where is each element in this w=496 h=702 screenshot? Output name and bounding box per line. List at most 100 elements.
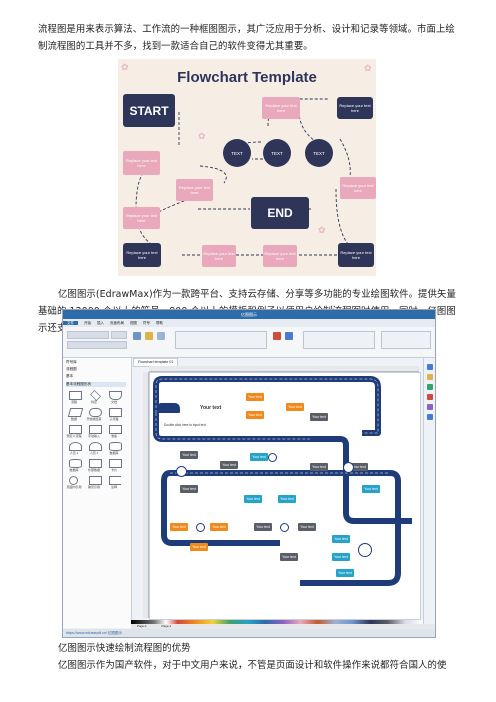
menu-bar: 文件 开始 插入 页面布局 视图 符号 帮助 (63, 319, 435, 327)
shape-label: 数据 (70, 417, 77, 421)
junction-icon (268, 453, 277, 462)
select-icon[interactable] (133, 332, 141, 340)
menu-symbols[interactable]: 符号 (143, 321, 150, 325)
shape-person-1[interactable] (69, 442, 82, 451)
shape-label: 手动输入 (87, 434, 100, 438)
pink-box-left: Replace your text here (123, 151, 160, 175)
format-buttons[interactable] (67, 341, 127, 349)
pink-box-mid: Replace your text here (176, 179, 213, 201)
menu-file[interactable]: 文件 (63, 321, 78, 325)
symbol-library-panel: 符号库 流程图 基本 基本流程图形状 流程 判定 文档 数据 开始或结束 子流程… (63, 358, 132, 628)
library-row[interactable]: 基本流程图形状 (66, 382, 126, 387)
shape-subprocess[interactable] (109, 408, 122, 417)
vertical-ruler (143, 372, 149, 618)
gray-node[interactable]: Your text (180, 485, 198, 493)
gray-node[interactable]: Your text (280, 553, 298, 561)
orange-node[interactable]: Your text (190, 543, 208, 551)
connector-icon[interactable] (157, 332, 165, 340)
text-circle-1: TEXT (223, 139, 251, 167)
size-dropdown[interactable] (111, 331, 127, 339)
tools-buttons[interactable] (381, 331, 431, 349)
teal-node[interactable]: Your text (278, 495, 296, 503)
orange-node[interactable]: Your text (286, 403, 304, 411)
shape-process[interactable] (69, 391, 82, 400)
flower-icon: ✿ (318, 226, 326, 236)
gray-node[interactable]: Your text (298, 523, 316, 531)
library-row[interactable]: 符号库 (66, 360, 77, 364)
shape-preparation[interactable] (109, 425, 122, 434)
shape-predefined[interactable] (69, 425, 82, 434)
orange-node[interactable]: Your text (246, 411, 264, 419)
road-path (153, 376, 412, 586)
status-bar[interactable]: https://www.edrawsoft.cn/ 亿图图示 (63, 629, 435, 637)
shape-data[interactable] (67, 408, 84, 417)
orange-node[interactable]: Your text (210, 523, 228, 531)
pink-box-bottom-2: Replace your text here (202, 245, 236, 267)
color-palette[interactable] (131, 620, 423, 624)
intro-paragraph: 流程图是用来表示算法、工作流的一种框图图示，其广泛应用于分析、设计和记录等领域。… (38, 24, 455, 52)
shape-label: 判定 (90, 400, 97, 404)
shape-manual-input[interactable] (89, 425, 102, 434)
gray-node[interactable]: Your text (180, 451, 198, 459)
canvas-hint: Double click here to input text (164, 423, 206, 427)
menu-help[interactable]: 帮助 (156, 321, 163, 325)
menu-view[interactable]: 视图 (130, 321, 137, 325)
fill-icon[interactable] (273, 332, 281, 340)
orange-node[interactable]: Your text (170, 523, 188, 531)
shape-database[interactable] (109, 442, 122, 451)
pink-box-bottom-3: Replace your text here (263, 245, 297, 267)
menu-home[interactable]: 开始 (84, 321, 91, 325)
teal-node[interactable]: Your text (332, 553, 350, 561)
page-tab[interactable]: Page-1 (161, 624, 172, 628)
teal-node[interactable]: Your text (244, 495, 262, 503)
flowchart-template-figure: Flowchart Template START Replace your te… (118, 59, 376, 276)
line-icon[interactable] (285, 332, 293, 340)
gray-node[interactable]: Your text (220, 461, 238, 469)
teal-node[interactable]: Your text (250, 453, 268, 461)
end-box: END (251, 197, 309, 229)
gray-node[interactable]: Your text (310, 463, 328, 471)
shape-document[interactable] (109, 391, 122, 400)
shape-label: 子流程 (109, 417, 119, 421)
panel-icon[interactable] (427, 384, 433, 390)
panel-icon[interactable] (427, 364, 433, 370)
text-circle-3: TEXT (305, 139, 333, 167)
drawing-canvas[interactable]: Your text Double click here to input tex… (149, 372, 421, 620)
shape-annotation[interactable] (109, 476, 121, 485)
shape-external-data[interactable] (89, 459, 102, 468)
arrange-buttons[interactable] (303, 331, 375, 349)
shape-off-page-ref[interactable] (89, 476, 102, 485)
panel-icon[interactable] (427, 404, 433, 410)
panel-icon[interactable] (427, 394, 433, 400)
runner-icon (358, 543, 372, 557)
text-icon[interactable] (145, 332, 153, 340)
library-row[interactable]: 流程图 (66, 367, 77, 371)
gray-node[interactable]: Your text (350, 463, 368, 471)
shape-label: 人员 2 (89, 451, 99, 455)
shape-terminator[interactable] (89, 408, 102, 417)
gray-node[interactable]: Your text (310, 413, 328, 421)
gray-node[interactable]: Your text (254, 523, 272, 531)
style-gallery[interactable] (175, 331, 267, 349)
orange-node[interactable]: Your text (246, 393, 264, 401)
pink-box-top: Replace your text here (262, 97, 300, 119)
teal-node[interactable]: Your text (362, 485, 380, 493)
right-toolbar (423, 358, 435, 628)
shape-database-2[interactable] (69, 459, 82, 468)
shape-card[interactable] (109, 459, 122, 468)
library-row[interactable]: 基本 (66, 374, 74, 378)
menu-layout[interactable]: 页面布局 (110, 321, 124, 325)
font-dropdown[interactable] (67, 331, 109, 339)
menu-insert[interactable]: 插入 (97, 321, 104, 325)
heading-advantages: 亿图图示快速绘制流程图的优势 (58, 643, 191, 654)
panel-icon[interactable] (427, 374, 433, 380)
shape-on-page-ref[interactable] (69, 476, 78, 485)
panel-icon[interactable] (427, 414, 433, 420)
teal-node[interactable]: Your text (332, 535, 350, 543)
person-icon (176, 466, 187, 477)
shape-person-2[interactable] (89, 442, 102, 451)
teal-node[interactable]: Your text (336, 569, 354, 577)
bike-icon (343, 462, 354, 473)
page-tab[interactable]: Page-1 (137, 624, 147, 628)
edrawmax-screenshot: 亿图图示 文件开始插入页面布局视图符号帮助 符号库 流程图 基本 基本流程图形状… (62, 309, 436, 638)
